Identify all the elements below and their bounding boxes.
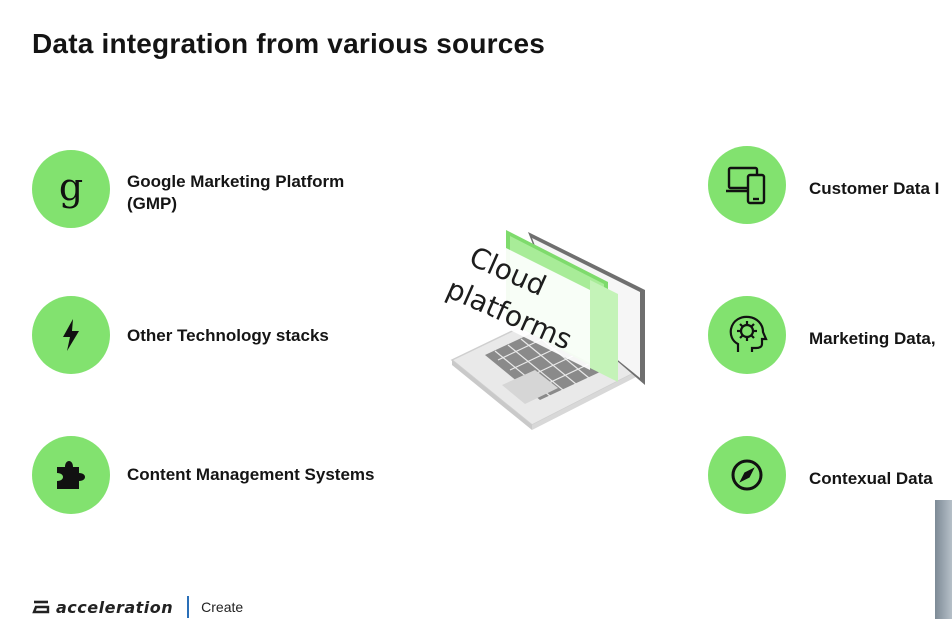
ai-head-icon [708, 296, 786, 374]
footer-divider [187, 596, 190, 618]
item-label-tech-stacks: Other Technology stacks [127, 326, 329, 345]
item-label-gmp: Google Marketing Platform (GMP) [127, 172, 345, 213]
devices-icon [708, 146, 786, 224]
item-label-cms: Content Management Systems [127, 465, 375, 484]
google-g-icon: g [32, 150, 110, 228]
puzzle-piece-icon [32, 436, 110, 514]
item-label-marketing-data: Marketing Data, [809, 329, 936, 348]
lightning-bolt-icon [32, 296, 110, 374]
compass-icon [708, 436, 786, 514]
partial-photo [935, 500, 952, 619]
brand-name: acceleration [56, 597, 174, 617]
item-label-customer-data: Customer Data I [809, 179, 940, 198]
acceleration-logo-icon [32, 600, 50, 614]
footer-tagline: Create [201, 599, 244, 615]
item-label-contextual-data: Contexual Data [809, 469, 933, 488]
laptop-icon [440, 220, 660, 440]
slide-title: Data integration from various sources [32, 28, 546, 59]
footer: acceleration Create [32, 596, 243, 618]
